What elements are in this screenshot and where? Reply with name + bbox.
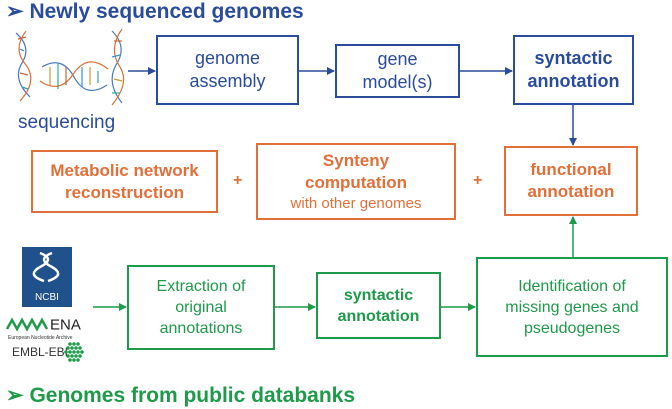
embl-ebi-hex-icon [64,342,84,362]
functional-annotation-line: functional [530,160,612,179]
embl-ebi-logo-text: EMBL-EBI [12,345,69,359]
synteny-line: computation [305,172,407,192]
identification-line: pseudogenes [523,319,621,337]
bottom-heading: ➢ Genomes from public databanks [6,383,355,408]
plus-sign: + [473,172,483,189]
syntactic-annotation-top-box: syntactic annotation [513,35,634,105]
functional-annotation-line: annotation [527,182,615,201]
syntactic-annotation-line: syntactic [534,48,613,68]
gene-models-line: gene [377,49,418,69]
metabolic-line: Metabolic network [50,160,199,180]
arrow-bullet-icon: ➢ [6,384,30,407]
gene-models-line: model(s) [362,72,433,92]
syntactic-annotation-line: annotation [337,307,420,325]
ncbi-logo-text: NCBI [35,292,59,303]
synteny-line: Synteny [322,150,390,170]
extraction-box: Extraction of original annotations [127,265,275,350]
syntactic-annotation-line: syntactic [343,286,414,304]
ena-logo: ENA [5,316,81,336]
synteny-subtitle: with other genomes [290,194,422,212]
metabolic-line: reconstruction [64,182,185,202]
plus-sign: + [233,172,243,189]
extraction-line: original [175,299,227,316]
arrow-bullet-icon: ➢ [6,0,30,23]
identification-box: Identification of missing genes and pseu… [476,257,668,357]
ena-wave-icon [5,317,49,332]
extraction-line: Extraction of [156,278,246,295]
extraction-line: annotations [159,320,243,337]
ncbi-logo: NCBI [22,247,72,307]
functional-annotation-box: functional annotation [504,146,638,216]
gene-models-box: gene model(s) [335,44,460,98]
sequencing-label: sequencing [18,112,116,133]
ena-subtitle: European Nucleotide Archive [8,335,73,341]
top-heading-text: Newly sequenced genomes [29,0,304,23]
top-heading: ➢ Newly sequenced genomes [6,0,304,24]
ncbi-helix-icon [32,251,60,283]
identification-line: missing genes and [505,298,639,316]
syntactic-annotation-line: annotation [527,71,620,91]
genome-assembly-line: assembly [189,71,266,91]
identification-line: Identification of [518,277,626,295]
metabolic-network-box: Metabolic network reconstruction [31,150,218,213]
genome-assembly-box: genome assembly [156,35,299,105]
bottom-heading-text: Genomes from public databanks [29,384,356,407]
ena-logo-text: ENA [50,316,81,334]
syntactic-annotation-bottom-box: syntactic annotation [316,272,441,339]
synteny-computation-box: Synteny computation with other genomes [256,143,456,220]
genome-assembly-line: genome [194,48,261,68]
dna-helix-icon [15,28,125,106]
